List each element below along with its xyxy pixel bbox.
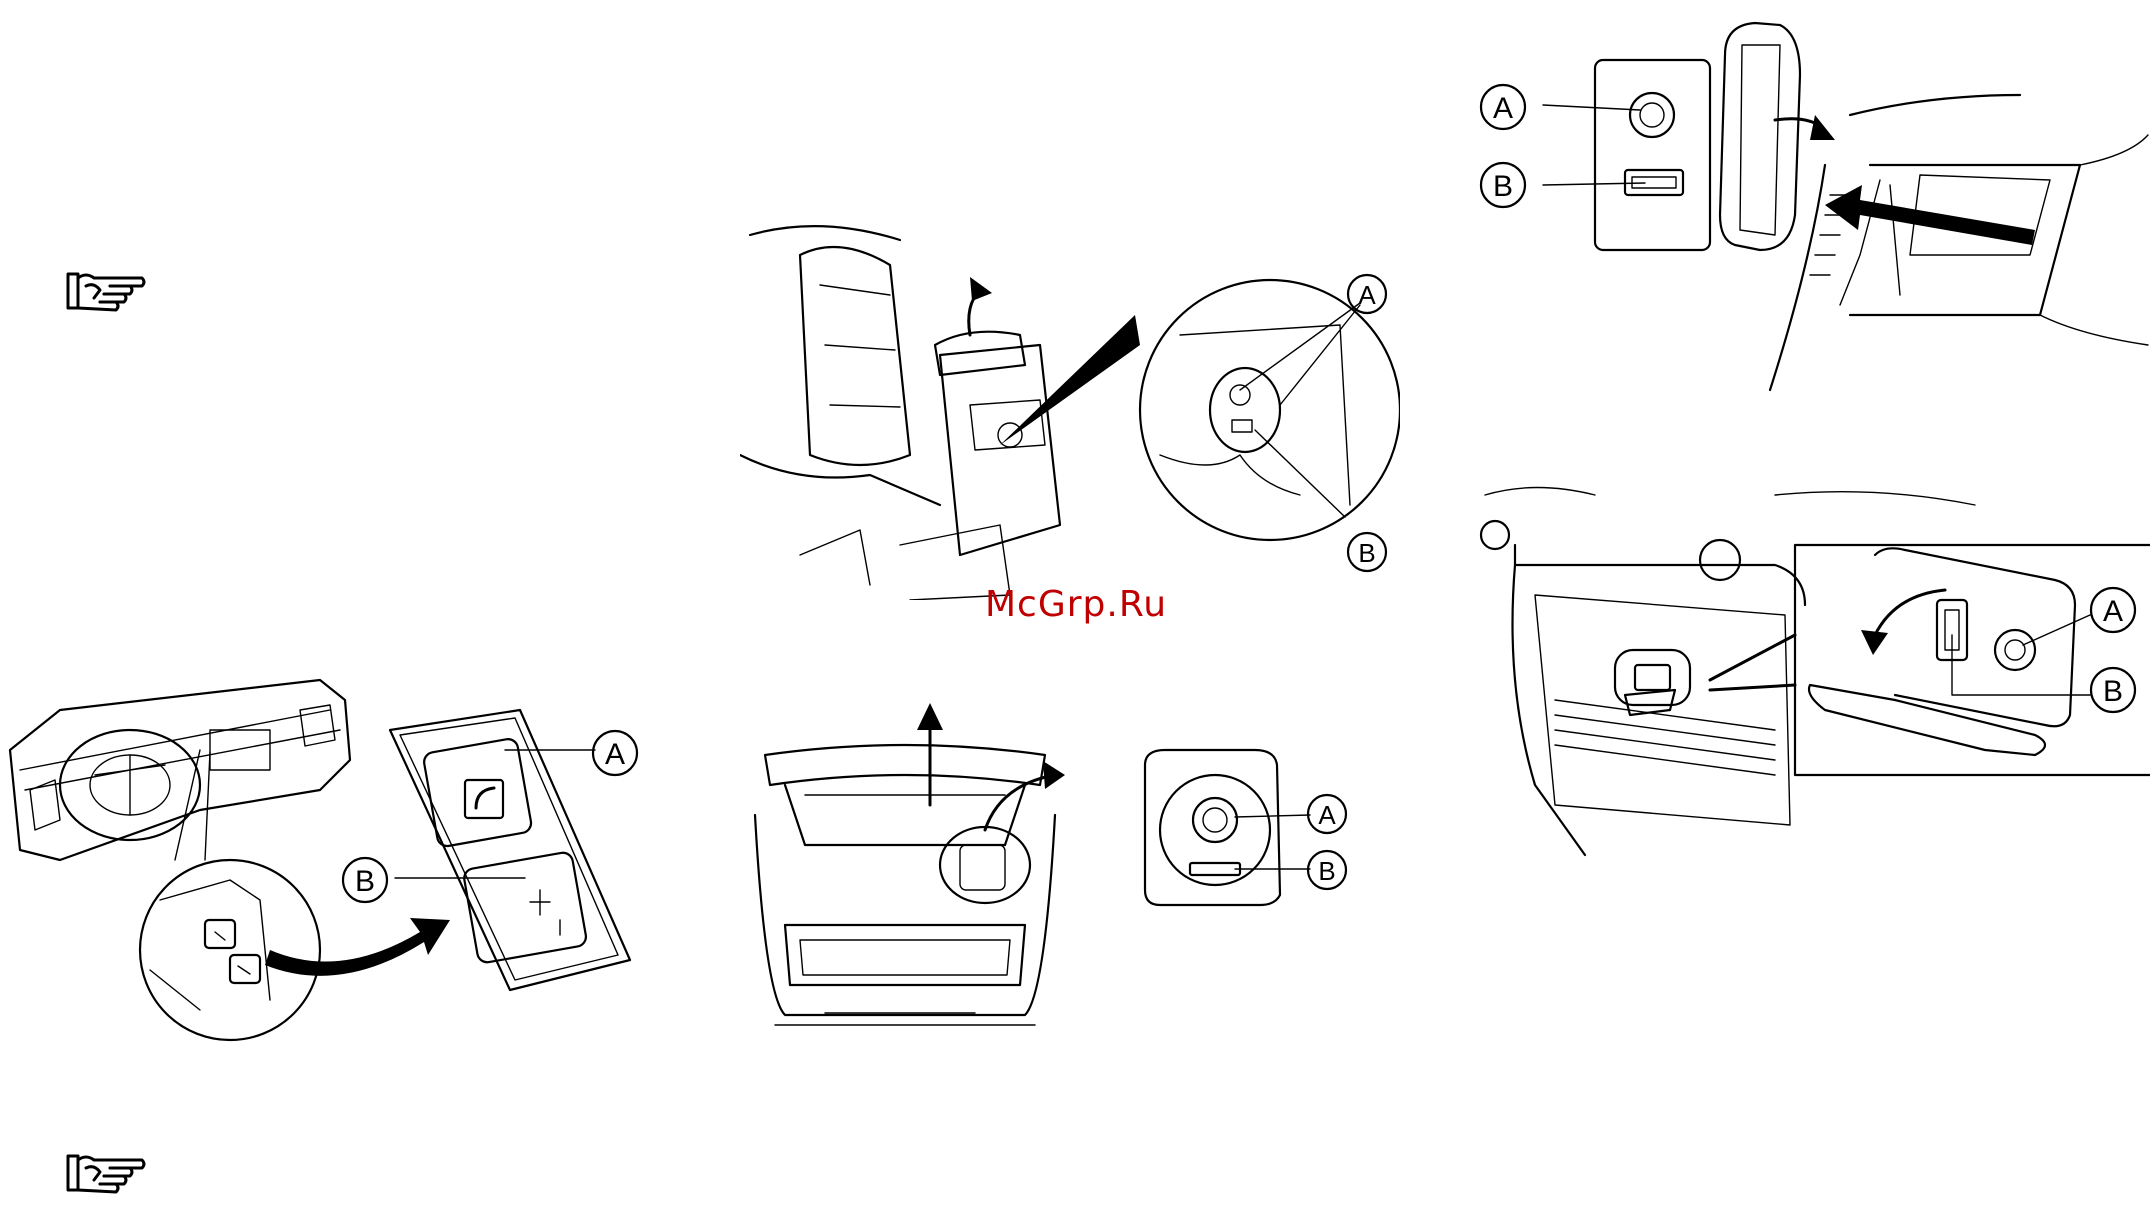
- aux-port-detail: [1135, 745, 1395, 915]
- svg-text:A: A: [2103, 595, 2123, 628]
- callout-b: B: [2088, 665, 2138, 715]
- callout-b: B: [1305, 848, 1349, 892]
- callout-b: B: [1478, 160, 1528, 210]
- svg-text:A: A: [605, 738, 625, 771]
- callout-a: A: [1478, 82, 1528, 132]
- lid-storage-illustration: [745, 695, 1065, 1040]
- pointing-hand-icon: [64, 1150, 148, 1196]
- svg-text:B: B: [1358, 538, 1375, 568]
- callout-b: B: [1345, 530, 1389, 574]
- svg-text:B: B: [355, 865, 375, 898]
- svg-text:A: A: [1358, 280, 1376, 310]
- steering-switch-illustration: [0, 670, 660, 1050]
- callout-b: B: [340, 855, 390, 905]
- svg-text:B: B: [1318, 856, 1335, 886]
- callout-a: A: [590, 728, 640, 778]
- callout-a: A: [1345, 272, 1389, 316]
- callout-a: A: [2088, 585, 2138, 635]
- console-aux-illustration: [740, 225, 1400, 600]
- pointing-hand-icon: [64, 268, 148, 314]
- svg-text:B: B: [2103, 675, 2123, 708]
- dash-pocket-illustration: [1480, 15, 2150, 395]
- svg-text:A: A: [1493, 92, 1513, 125]
- callout-a: A: [1305, 792, 1349, 836]
- watermark: McGrp.Ru: [985, 582, 1205, 626]
- svg-text:A: A: [1318, 800, 1336, 830]
- lower-dash-illustration: [1475, 485, 2150, 865]
- svg-text:McGrp.Ru: McGrp.Ru: [985, 584, 1167, 625]
- svg-text:B: B: [1493, 170, 1513, 203]
